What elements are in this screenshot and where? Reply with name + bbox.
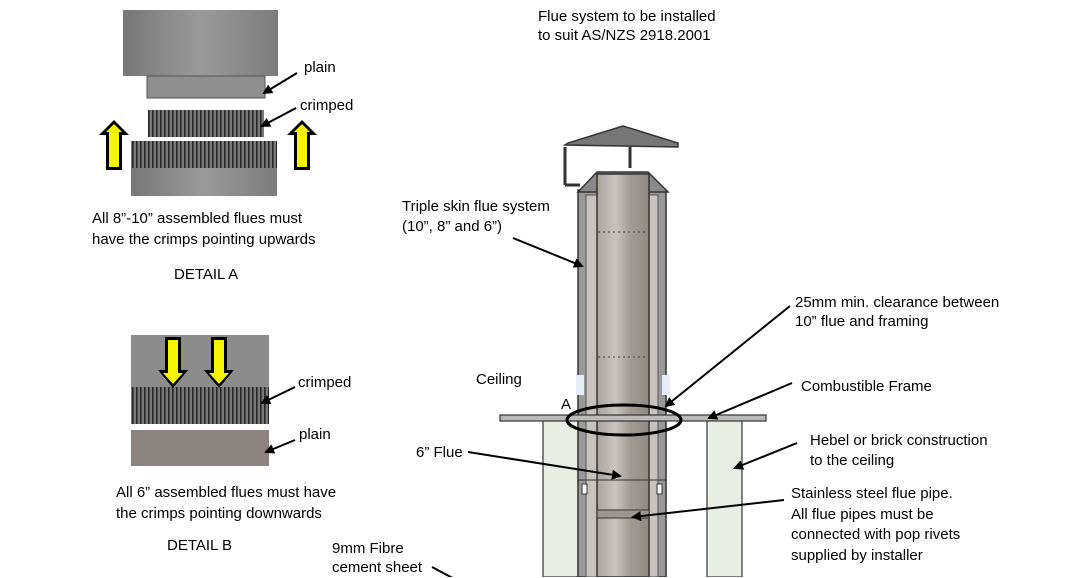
triple-skin-line1: Triple skin flue system — [402, 198, 550, 215]
combustible-frame-label: Combustible Frame — [801, 378, 932, 395]
stainless-line4: supplied by installer — [791, 547, 923, 564]
detail-a-crimped-upper — [148, 110, 264, 137]
crimped-b-leader — [260, 386, 296, 405]
detail-b-title: DETAIL B — [167, 537, 233, 554]
detail-b-plain-lower — [131, 430, 269, 466]
fibre-sheet-line2: cement sheet — [332, 559, 423, 576]
note-a-line1: All 8”-10” assembled flues must — [92, 210, 303, 227]
stainless-line2: All flue pipes must be — [791, 506, 934, 523]
stainless-line1: Stainless steel flue pipe. — [791, 485, 953, 502]
six-inch-flue-label: 6” Flue — [416, 444, 463, 461]
triple-skin-leader — [512, 237, 584, 268]
detail-b-crimped-section — [131, 387, 269, 424]
pipe-rivet-band — [596, 509, 650, 519]
hebel-line2: to the ceiling — [810, 452, 895, 469]
detail-a-callout-circle — [565, 403, 683, 437]
triple-skin-line2: (10”, 8” and 6”) — [402, 218, 503, 235]
detail-a-crimped-lower — [131, 141, 277, 168]
note-a-line2: have the crimps pointing upwards — [92, 231, 316, 248]
clearance-line1: 25mm min. clearance between — [795, 294, 1000, 311]
crimped-label-b: crimped — [298, 374, 352, 391]
detail-a-image — [123, 10, 278, 196]
hebel-line1: Hebel or brick construction — [810, 432, 988, 449]
detail-a-title: DETAIL A — [174, 266, 239, 283]
plain-a-leader — [262, 72, 298, 95]
clearance-line2: 10” flue and framing — [795, 313, 929, 330]
standard-note-line2: to suit AS/NZS 2918.2001 — [538, 27, 711, 44]
detail-a-plain-upper — [123, 10, 278, 76]
detail-a-plain-bottom — [131, 168, 277, 196]
up-arrow-icon-right — [287, 120, 317, 170]
fibre-sheet-line1: 9mm Fibre — [332, 540, 404, 557]
clearance-leader — [664, 305, 791, 408]
hebel-leader — [733, 442, 798, 470]
crimped-a-leader — [260, 107, 297, 127]
standard-note-line1: Flue system to be installed — [538, 8, 716, 25]
up-arrow-icon-left — [99, 120, 129, 170]
detail-b-image — [131, 335, 269, 466]
note-b-line1: All 6” assembled flues must have — [116, 484, 337, 501]
detail-a-plain-section — [146, 75, 266, 99]
six-flue-leader — [467, 451, 622, 480]
flue-cowl — [562, 125, 679, 187]
plain-label-b: plain — [299, 426, 331, 443]
combustible-leader — [707, 382, 793, 420]
ceiling-label: Ceiling — [476, 371, 522, 388]
hebel-wall-left — [542, 419, 579, 577]
detail-b-plain-upper — [131, 335, 269, 387]
ceiling-frame — [499, 414, 767, 422]
note-b-line2: the crimps pointing downwards — [116, 505, 322, 522]
fibre-leader — [431, 566, 453, 577]
hebel-wall-right — [706, 419, 743, 577]
down-arrow-icon-left — [158, 337, 188, 388]
plain-label-a: plain — [304, 59, 336, 76]
stainless-leader — [631, 499, 785, 522]
down-arrow-icon-right — [204, 337, 234, 388]
crimped-label-a: crimped — [300, 97, 354, 114]
detail-a-marker: A — [561, 396, 572, 413]
plain-b-leader — [264, 439, 296, 454]
stainless-line3: connected with pop rivets — [791, 526, 961, 543]
